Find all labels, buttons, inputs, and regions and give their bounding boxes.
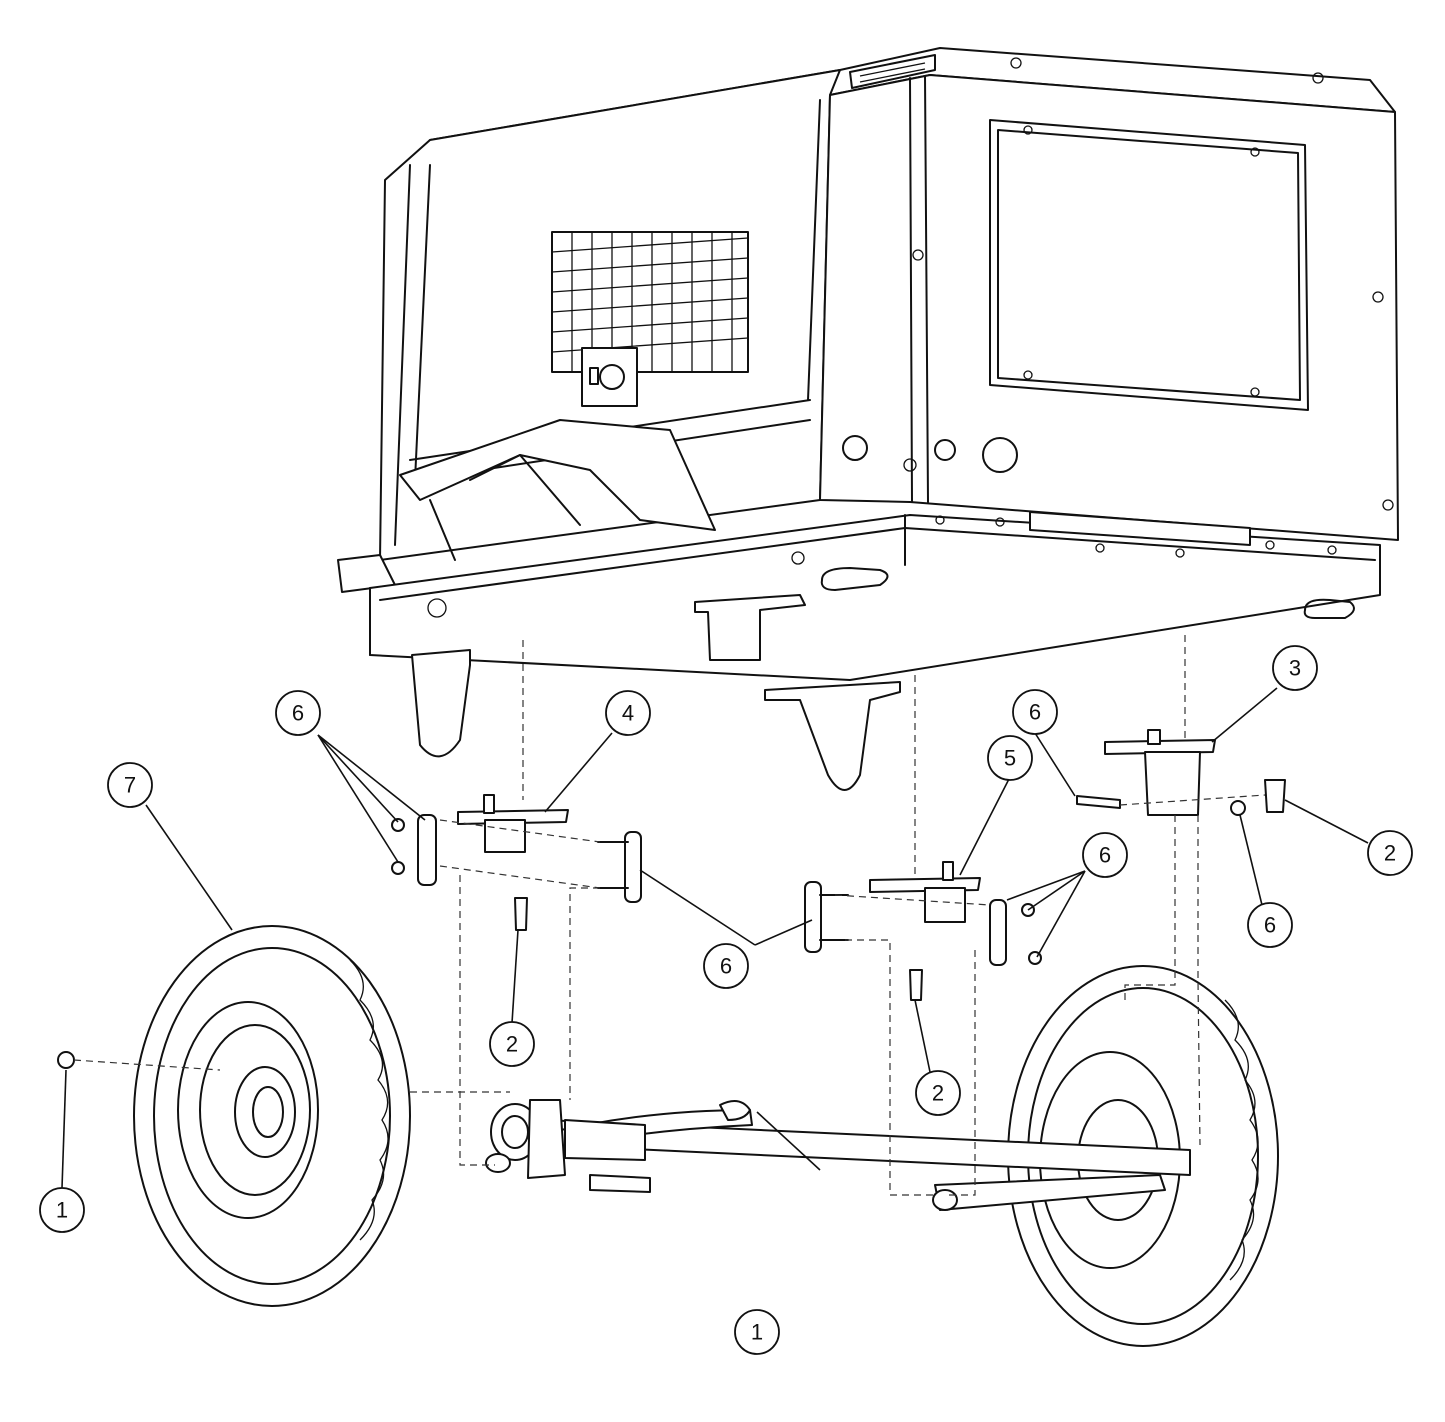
lifting-eye-bracket bbox=[411, 649, 471, 758]
callout-label: 6 bbox=[1099, 843, 1111, 868]
callout-2: 2 bbox=[489, 1021, 535, 1067]
callout-2: 2 bbox=[1367, 830, 1413, 876]
callout-label: 2 bbox=[932, 1081, 944, 1106]
latch-plate bbox=[581, 347, 638, 407]
callout-1: 1 bbox=[734, 1309, 780, 1355]
callout-3: 3 bbox=[1272, 645, 1318, 691]
callout-7: 7 bbox=[107, 762, 153, 808]
callout-4: 4 bbox=[605, 690, 651, 736]
callout-6: 6 bbox=[703, 943, 749, 989]
hub-assembly bbox=[485, 1099, 651, 1193]
callout-6: 6 bbox=[275, 690, 321, 736]
callout-6: 6 bbox=[1082, 832, 1128, 878]
generator-enclosure bbox=[337, 47, 1399, 593]
callout-5: 5 bbox=[987, 735, 1033, 781]
spring-hanger-bracket bbox=[694, 594, 806, 661]
front-access-door bbox=[989, 119, 1309, 411]
callout-label: 6 bbox=[1264, 913, 1276, 938]
assembly-dashed-lines bbox=[73, 635, 1266, 1196]
callout-label: 1 bbox=[751, 1320, 763, 1345]
rear-hanger-bracket-3 bbox=[1104, 729, 1216, 816]
callout-6: 6 bbox=[1012, 689, 1058, 735]
callout-2: 2 bbox=[915, 1070, 961, 1116]
top-vent-grille bbox=[849, 54, 936, 89]
callout-label: 2 bbox=[506, 1032, 518, 1057]
callout-label: 7 bbox=[124, 773, 136, 798]
tie-down-loop bbox=[1303, 598, 1355, 619]
callout-label: 5 bbox=[1004, 746, 1016, 771]
callout-1: 1 bbox=[39, 1187, 85, 1233]
lifting-eye-bracket bbox=[764, 681, 901, 791]
base-frame bbox=[369, 511, 1381, 791]
center-hanger-bracket-5 bbox=[869, 861, 981, 923]
left-wheel-tire bbox=[133, 925, 411, 1307]
base-holes bbox=[427, 515, 1337, 618]
callout-leader-lines bbox=[61, 687, 1369, 1189]
callout-label: 1 bbox=[56, 1198, 68, 1223]
callout-label: 6 bbox=[720, 954, 732, 979]
front-panel-holes bbox=[842, 57, 1394, 511]
tie-down-loop bbox=[820, 567, 889, 591]
callout-label: 6 bbox=[292, 701, 304, 726]
callout-label: 6 bbox=[1029, 700, 1041, 725]
callout-label: 4 bbox=[622, 701, 634, 726]
axle-assembly bbox=[485, 1099, 1191, 1211]
front-hanger-bracket-4 bbox=[457, 794, 569, 853]
callout-label: 3 bbox=[1289, 656, 1301, 681]
callout-6: 6 bbox=[1247, 902, 1293, 948]
callout-label: 2 bbox=[1384, 841, 1396, 866]
